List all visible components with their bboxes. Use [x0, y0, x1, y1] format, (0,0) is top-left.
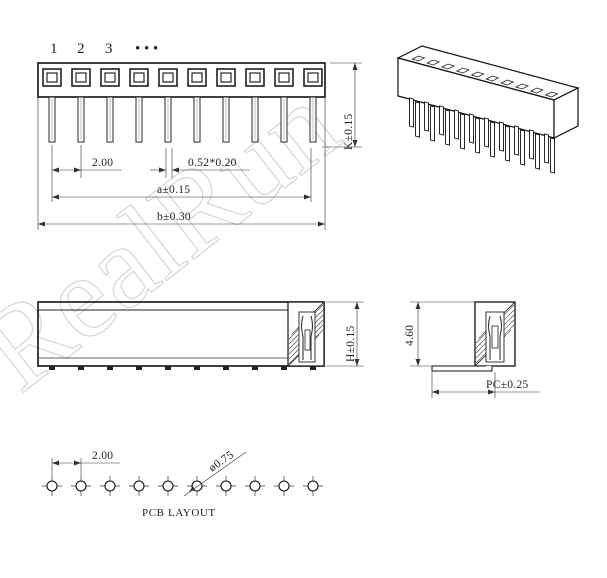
pcb-layout: 2.00 ø0.75 PCB LAYOUT: [42, 449, 323, 519]
pcb-hole: [133, 480, 145, 492]
pcb-holes: [42, 476, 323, 496]
pcb-hole: [46, 480, 58, 492]
pin-ellipsis: • • •: [135, 41, 158, 57]
iso-slot: [544, 91, 559, 98]
dim-b-label: b±0.30: [157, 211, 191, 223]
front-cell-inner: [75, 72, 87, 83]
iso-pin-rear: [490, 121, 495, 158]
pin-numbers: 1 2 3 • • •: [50, 41, 158, 57]
iso-pin: [544, 133, 549, 164]
pcb-hole: [249, 480, 261, 492]
iso-pin-rear: [550, 137, 555, 174]
side-pin-tail: [165, 366, 171, 370]
hatch-line: [321, 302, 324, 305]
pcb-hole: [278, 480, 290, 492]
side-pin-tail: [223, 366, 229, 370]
front-cell-inner: [278, 72, 290, 83]
pcb-hole: [75, 480, 87, 492]
iso-pin-rear: [415, 101, 420, 138]
iso-pin: [529, 129, 534, 160]
pcb-pitch-label: 2.00: [92, 450, 113, 462]
side-pin-tail: [49, 366, 55, 370]
pin-number-2: 2: [77, 41, 85, 57]
front-cell-inner: [104, 72, 116, 83]
side-pin-tail: [194, 366, 200, 370]
pin-number-1: 1: [50, 41, 58, 57]
iso-pin-rear: [460, 113, 465, 150]
iso-pin: [439, 105, 444, 136]
iso-slot: [455, 67, 470, 74]
iso-slots: [411, 55, 559, 98]
iso-slot: [470, 71, 485, 78]
iso-slot: [485, 75, 500, 82]
iso-pin: [454, 109, 459, 140]
hatch-line: [508, 302, 515, 309]
iso-slot: [411, 55, 426, 62]
side-pin-tail: [310, 366, 316, 370]
iso-pin: [514, 125, 519, 156]
iso-pin-rear: [475, 117, 480, 154]
front-cell-inner: [307, 72, 319, 83]
side-pin-tail: [252, 366, 258, 370]
front-cell-inner: [133, 72, 145, 83]
end-view: 4.60 PC±0.25: [404, 301, 540, 398]
iso-slot: [514, 83, 530, 90]
dim-k-label: K±0.15: [343, 113, 355, 150]
pcb-hole-label: ø0.75: [207, 449, 236, 475]
iso-pin-rear: [430, 105, 435, 142]
front-housing: [37, 62, 326, 98]
iso-pin-rear: [520, 129, 525, 166]
iso-slot: [500, 79, 515, 86]
front-cell-inner: [162, 72, 174, 83]
side-pin-tails: [49, 366, 316, 370]
side-view: H±0.15: [37, 301, 364, 370]
dim-pitch-label: 2.00: [92, 157, 113, 169]
pin-number-3: 3: [105, 41, 113, 57]
dim-h-label: H±0.15: [345, 325, 357, 362]
front-cell-inner: [220, 72, 232, 83]
dim-pin-width-label: 0.52*0.20: [188, 157, 237, 169]
iso-pin: [484, 117, 489, 148]
pcb-hole: [220, 480, 232, 492]
side-pin-tail: [281, 366, 287, 370]
front-pins: [48, 96, 317, 143]
front-cell-inner: [249, 72, 261, 83]
iso-pin: [409, 97, 414, 128]
front-cell-inner: [46, 72, 58, 83]
pcb-hole: [307, 480, 319, 492]
iso-slot: [440, 63, 456, 70]
dim-460-label: 4.60: [404, 325, 416, 346]
iso-pins: [409, 97, 555, 174]
side-pin-tail: [78, 366, 84, 370]
iso-slot: [529, 87, 544, 94]
iso-pin: [424, 101, 429, 132]
front-cell-inner: [191, 72, 203, 83]
pcb-hole: [162, 480, 174, 492]
dim-a-label: a±0.15: [157, 184, 190, 196]
pcb-hole: [104, 480, 116, 492]
side-pin-tail: [107, 366, 113, 370]
iso-pin-rear: [535, 133, 540, 170]
isometric-view: [396, 45, 580, 174]
iso-pin: [499, 121, 504, 152]
front-contact-cells: [42, 68, 323, 87]
iso-pin-rear: [445, 109, 450, 146]
dim-pc-label: PC±0.25: [486, 379, 529, 391]
iso-slot: [426, 59, 441, 66]
pcb-layout-title: PCB LAYOUT: [142, 507, 216, 519]
front-view: K±0.15 2.00 0.52*0.20 a±0.15 b±0.30: [37, 62, 362, 230]
iso-pin-rear: [505, 125, 510, 162]
iso-pin: [469, 113, 474, 144]
side-pin-tail: [136, 366, 142, 370]
